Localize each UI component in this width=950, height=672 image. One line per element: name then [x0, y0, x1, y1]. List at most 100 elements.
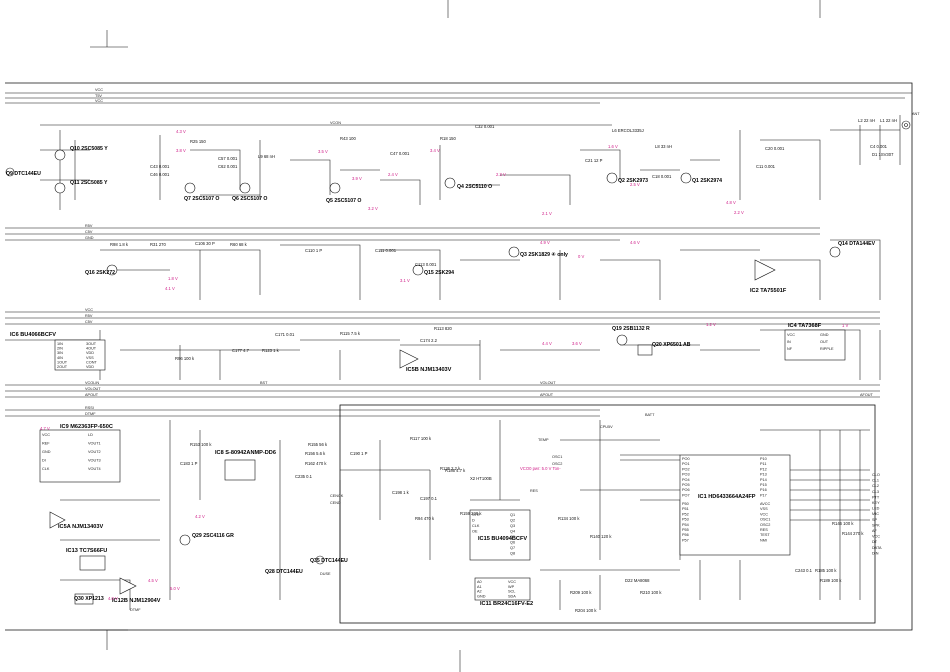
- voltage-note-4: 3.2 V: [368, 206, 378, 211]
- sig-temp-label: TEMP: [538, 438, 549, 442]
- ic15-pin-11: Q8: [510, 552, 515, 556]
- ic4-pin-1: IN: [787, 340, 791, 344]
- part-label-39: C235 0.1: [295, 474, 313, 479]
- ic9-pin-0: VCC: [42, 433, 50, 437]
- part-label-4: C62 0.001: [218, 164, 238, 169]
- sig-cenck-label: CENCK: [330, 494, 344, 498]
- ic1-pin-31: NMI: [760, 538, 767, 542]
- sig-dtmf-bottom-label: DTMF: [130, 608, 141, 612]
- ic1-pin-24: AVCC: [760, 502, 771, 506]
- q9-label: Q9 DTC144EU: [6, 171, 41, 177]
- ic4-label: IC4 TA7368F: [788, 323, 822, 329]
- rail-vcc-c-label: VCC: [85, 308, 93, 312]
- part-label-25: C111 0.001: [375, 248, 397, 253]
- part-label-1: C46 0.001: [150, 172, 170, 177]
- ic4-pin-5: RIPPLE: [820, 347, 834, 351]
- ic1-pin-6: PO6: [682, 488, 690, 492]
- voltage-note-21: 1.2 V: [706, 322, 716, 327]
- ic15-pin-5: Q2: [510, 519, 515, 523]
- q28-label: Q28 DTC144EU: [265, 569, 303, 575]
- part-label-46: D22 MA8068: [625, 578, 650, 583]
- voltage-note-7: 2.3 V: [496, 172, 506, 177]
- ic1-pin-18: P52: [682, 512, 689, 516]
- connector-pin-1: CL1: [872, 479, 879, 483]
- part-label-8: R18 150: [440, 136, 457, 141]
- ic-12b: IC12B NJM12904V: [112, 577, 161, 604]
- sig-osc1-label: OSC1: [552, 455, 562, 459]
- connector-pin-0: CLO: [872, 473, 880, 477]
- part-label-10: L6 ERCOL3335J: [612, 128, 644, 133]
- ic4-pin-0: VCC: [787, 333, 795, 337]
- sig-volout-right-label: VOLOUT: [540, 381, 556, 385]
- ic15-pin-1: D: [472, 519, 475, 523]
- connector-pin-9: SPK: [872, 523, 880, 527]
- part-label-2: R25 150: [190, 139, 207, 144]
- rail-t5v-label: T5V: [95, 94, 102, 98]
- sig-osc2-label: OSC2: [552, 462, 562, 466]
- ic15-pin-10: Q7: [510, 546, 515, 550]
- ic11-pin-0: A0: [477, 580, 482, 584]
- ic8-label: IC8 S-80942ANMP-DD6: [215, 450, 276, 456]
- ic-2: IC2 TA75501F: [750, 259, 787, 294]
- ic11-pin-5: WP: [508, 585, 515, 589]
- q16-label: Q16 2SK272: [85, 270, 115, 276]
- ic1-pin-17: P51: [682, 507, 689, 511]
- connector-pin-4: PTT: [872, 495, 880, 499]
- part-label-35: R155 56 k: [308, 442, 328, 447]
- ic1-pin-8: P10: [760, 457, 767, 461]
- part-label-54: X2 HT100B: [470, 476, 492, 481]
- ic11-pin-3: GND: [477, 594, 486, 598]
- ic6-pin-7: 4OUT: [86, 347, 97, 351]
- part-label-33: R123 1 k: [262, 348, 280, 353]
- ic2-label: IC2 TA75501F: [750, 288, 787, 294]
- rail-vcon-label: VCON: [330, 121, 341, 125]
- ic1-pin-0: PO0: [682, 457, 690, 461]
- q1-label: Q1 2SK2974: [692, 178, 722, 184]
- ic6-pin-2: 3IN: [57, 351, 63, 355]
- ic1-pin-21: P55: [682, 528, 689, 532]
- ic1-pin-9: P11: [760, 462, 766, 466]
- connector-pin-7: MIC: [872, 512, 879, 516]
- q6-label: Q6 2SC5107 O: [232, 196, 267, 202]
- ic6-pin-3: 4IN: [57, 356, 63, 360]
- wiring: [5, 115, 901, 624]
- part-label-37: R162 470 k: [305, 461, 327, 466]
- part-label-12: C21 12 P: [585, 158, 603, 163]
- part-label-16: C4 0.001: [870, 144, 888, 149]
- voltage-note-12: 2.2 V: [734, 210, 744, 215]
- ic1-pin-labels: PO0PO1PO2PO3PO4PO5PO6PO7P10P11P12P13P14P…: [682, 457, 771, 542]
- part-label-34: R153 100 k: [190, 442, 212, 447]
- part-label-26: C113 0.001: [415, 262, 437, 267]
- ic1-pin-19: P53: [682, 518, 689, 522]
- q19-label: Q19 2SB1132 R: [612, 326, 650, 332]
- part-label-11: L8 33 nH: [655, 144, 672, 149]
- sheet-frame: [5, 82, 913, 631]
- rail-c5v-label: C5V: [85, 230, 93, 234]
- part-label-47: R209 100 k: [570, 590, 592, 595]
- part-label-14: L2 22 nH: [858, 118, 875, 123]
- ic1-pin-1: PO1: [682, 462, 690, 466]
- power-rails: VCC T5V VCC VCON R5V C5V GND VCC R5V C5V…: [5, 88, 920, 612]
- sig-apout-right-label: APOUT: [540, 393, 554, 397]
- voltage-note-22: 1 V: [842, 323, 848, 328]
- part-label-6: R43 100: [340, 136, 357, 141]
- voltage-note-26: 5.0 V: [170, 586, 180, 591]
- q15-label: Q15 2SK294: [424, 270, 454, 276]
- ic1-pin-11: P13: [760, 473, 767, 477]
- voltage-note-15: 3.1 V: [400, 278, 410, 283]
- ic1-pin-20: P54: [682, 523, 689, 527]
- part-label-15: L1 22 nH: [880, 118, 897, 123]
- ic1-pin-25: VSS: [760, 507, 768, 511]
- part-label-38: C198 1 k: [392, 490, 410, 495]
- ic11-pin-4: VCC: [508, 580, 516, 584]
- ic-5a: IC5A NJM13403V: [49, 511, 103, 530]
- voltage-note-17: 0 V: [578, 254, 584, 259]
- part-label-43: R159 220 k: [460, 511, 482, 516]
- rail-vcc-label: VCC: [95, 88, 103, 92]
- voltage-note-23: 4.7 V: [40, 426, 50, 431]
- ic15-pin-6: Q3: [510, 524, 515, 528]
- ic4-pin-2: NF: [787, 347, 793, 351]
- ic1-pin-16: P50: [682, 502, 689, 506]
- ic-5b: IC5B NJM13403V: [399, 349, 452, 373]
- sig-cpu5v-label: CPU5V: [600, 425, 613, 429]
